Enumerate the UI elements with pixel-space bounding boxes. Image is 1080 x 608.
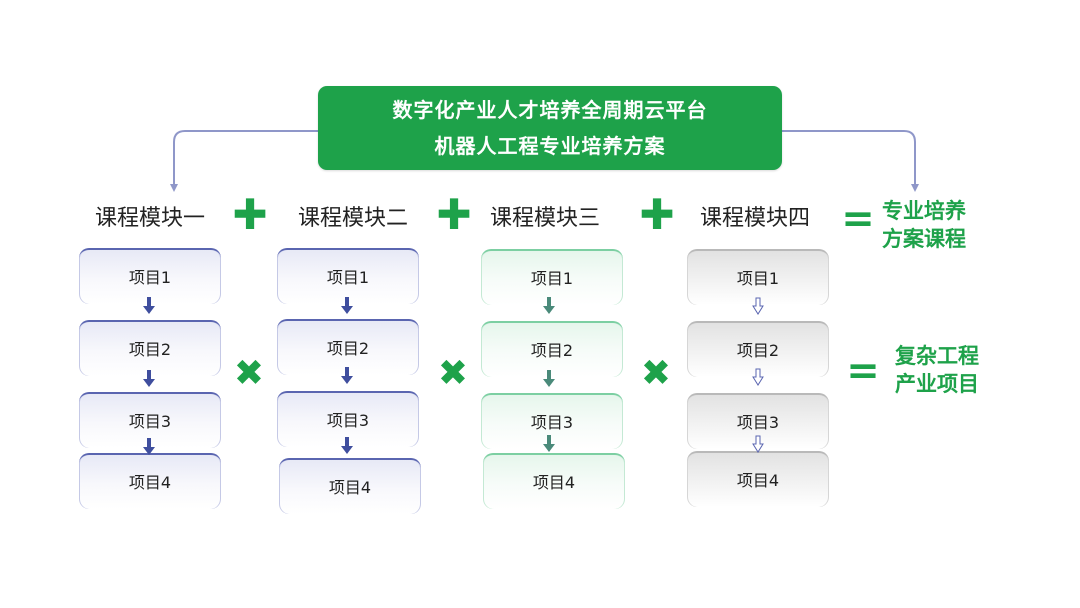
plus-icon: ✚ xyxy=(436,190,472,239)
multiply-icon: ✖ xyxy=(437,353,469,394)
down-arrow-icon xyxy=(543,370,555,387)
down-arrow-outline-icon xyxy=(752,297,764,315)
down-arrow-icon xyxy=(543,297,555,314)
module-3-item-2: 项目2 xyxy=(481,321,623,377)
result-projects-line1: 复杂工程 xyxy=(895,344,979,368)
module-4-item-1: 项目1 xyxy=(687,249,829,305)
equals-icon: = xyxy=(841,196,875,242)
module-3-item-3: 项目3 xyxy=(481,393,623,449)
module-4-item-4: 项目4 xyxy=(687,451,829,507)
down-arrow-outline-icon xyxy=(752,368,764,386)
module-3-title: 课程模块三 xyxy=(489,206,601,231)
multiply-icon: ✖ xyxy=(233,353,265,394)
module-3-item-4: 项目4 xyxy=(483,453,625,509)
equals-icon: = xyxy=(846,348,880,394)
plus-icon: ✚ xyxy=(232,190,268,239)
result-projects: 复杂工程 产业项目 xyxy=(895,342,979,398)
result-curriculum: 专业培养 方案课程 xyxy=(882,197,966,253)
down-arrow-icon xyxy=(341,367,353,384)
module-1-title: 课程模块一 xyxy=(94,206,206,231)
module-2-item-1: 项目1 xyxy=(277,248,419,304)
down-arrow-icon xyxy=(341,297,353,314)
result-curriculum-line1: 专业培养 xyxy=(882,199,966,223)
module-1-item-2: 项目2 xyxy=(79,320,221,376)
module-4-title: 课程模块四 xyxy=(699,206,811,231)
down-arrow-icon xyxy=(143,438,155,455)
platform-title-box: 数字化产业人才培养全周期云平台 机器人工程专业培养方案 xyxy=(318,86,782,170)
down-arrow-icon xyxy=(543,435,555,452)
module-3-item-1: 项目1 xyxy=(481,249,623,305)
left-connector-arrowhead xyxy=(170,184,178,192)
module-2-title: 课程模块二 xyxy=(297,206,409,231)
right-connector xyxy=(782,130,916,186)
module-1-item-1: 项目1 xyxy=(79,248,221,304)
down-arrow-outline-icon xyxy=(752,435,764,453)
down-arrow-icon xyxy=(143,297,155,314)
down-arrow-icon xyxy=(341,437,353,454)
module-2-item-4: 项目4 xyxy=(279,458,421,514)
result-projects-line2: 产业项目 xyxy=(895,372,979,396)
multiply-icon: ✖ xyxy=(640,353,672,394)
module-2-item-2: 项目2 xyxy=(277,319,419,375)
platform-title: 数字化产业人才培养全周期云平台 xyxy=(392,98,708,122)
left-connector xyxy=(173,130,318,186)
module-1-item-4: 项目4 xyxy=(79,453,221,509)
result-curriculum-line2: 方案课程 xyxy=(882,227,966,251)
module-4-item-2: 项目2 xyxy=(687,321,829,377)
plus-icon: ✚ xyxy=(639,190,675,239)
down-arrow-icon xyxy=(143,370,155,387)
right-connector-arrowhead xyxy=(911,184,919,192)
program-title: 机器人工程专业培养方案 xyxy=(434,134,666,158)
